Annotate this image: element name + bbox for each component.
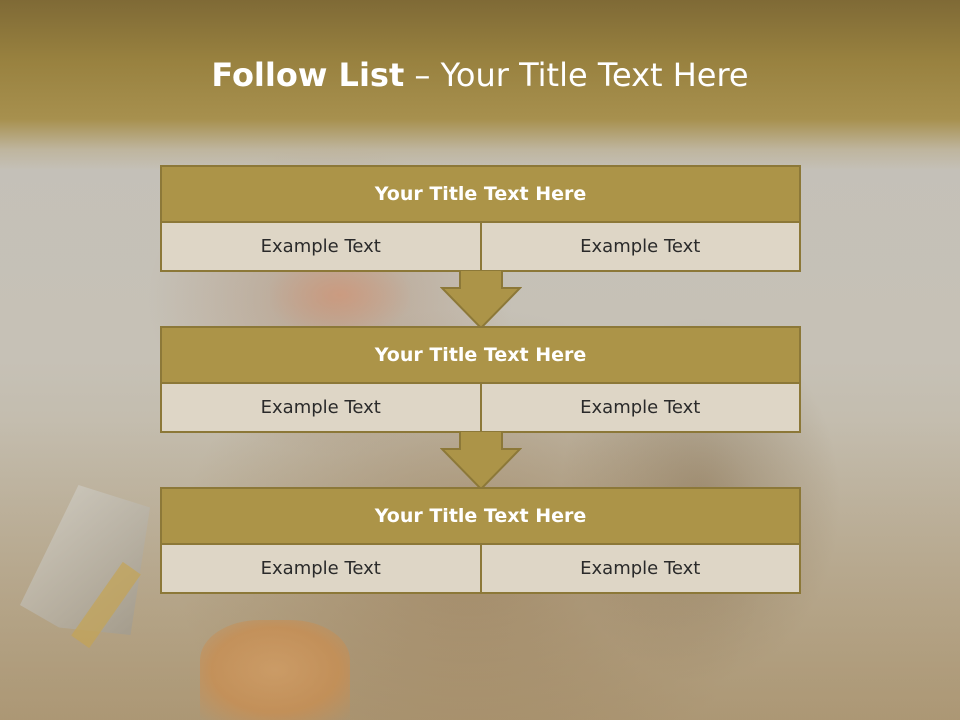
background-glove [200, 620, 350, 720]
slide-title: Follow List – Your Title Text Here [0, 56, 960, 94]
block-title: Your Title Text Here [160, 487, 801, 545]
block-title: Your Title Text Here [160, 326, 801, 384]
title-separator: – [414, 56, 431, 94]
block-row: Example Text Example Text [160, 545, 801, 594]
list-block-1: Your Title Text Here Example Text Exampl… [160, 165, 801, 272]
block-cell-left: Example Text [162, 384, 480, 431]
block-row: Example Text Example Text [160, 384, 801, 433]
title-rest: Your Title Text Here [440, 56, 749, 94]
title-strong: Follow List [211, 56, 405, 94]
block-cell-right: Example Text [479, 384, 799, 431]
block-title: Your Title Text Here [160, 165, 801, 223]
down-arrow-icon [440, 270, 522, 330]
down-arrow-icon [440, 431, 522, 491]
header-band [0, 0, 960, 170]
block-cell-right: Example Text [479, 223, 799, 270]
list-block-3: Your Title Text Here Example Text Exampl… [160, 487, 801, 594]
block-cell-left: Example Text [162, 223, 480, 270]
block-cell-left: Example Text [162, 545, 480, 592]
block-row: Example Text Example Text [160, 223, 801, 272]
block-cell-right: Example Text [479, 545, 799, 592]
list-block-2: Your Title Text Here Example Text Exampl… [160, 326, 801, 433]
